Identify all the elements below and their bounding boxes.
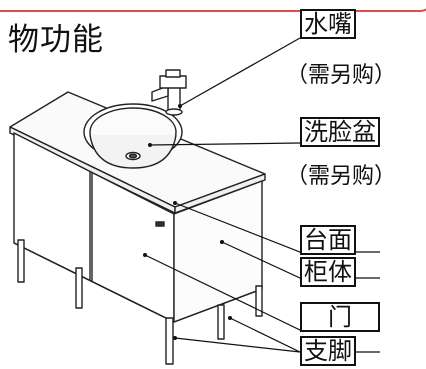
leader-basin xyxy=(149,142,301,146)
legs-group xyxy=(17,239,263,365)
label-basin-note: （需另购） xyxy=(286,163,397,191)
leader-faucet xyxy=(179,37,301,107)
label-countertop: 台面 xyxy=(300,225,356,255)
page-heading: 物功能 xyxy=(8,22,104,58)
label-faucet-note: （需另购） xyxy=(286,62,397,90)
label-legs: 支脚 xyxy=(300,336,356,366)
faucet-group xyxy=(151,69,187,116)
label-basin: 洗脸盆 xyxy=(300,117,380,147)
label-faucet: 水嘴 xyxy=(300,9,356,39)
label-door: 门 xyxy=(300,302,380,332)
label-cabinet: 柜体 xyxy=(300,257,356,287)
leader-legs-b xyxy=(174,337,301,353)
basin-group xyxy=(83,103,183,169)
